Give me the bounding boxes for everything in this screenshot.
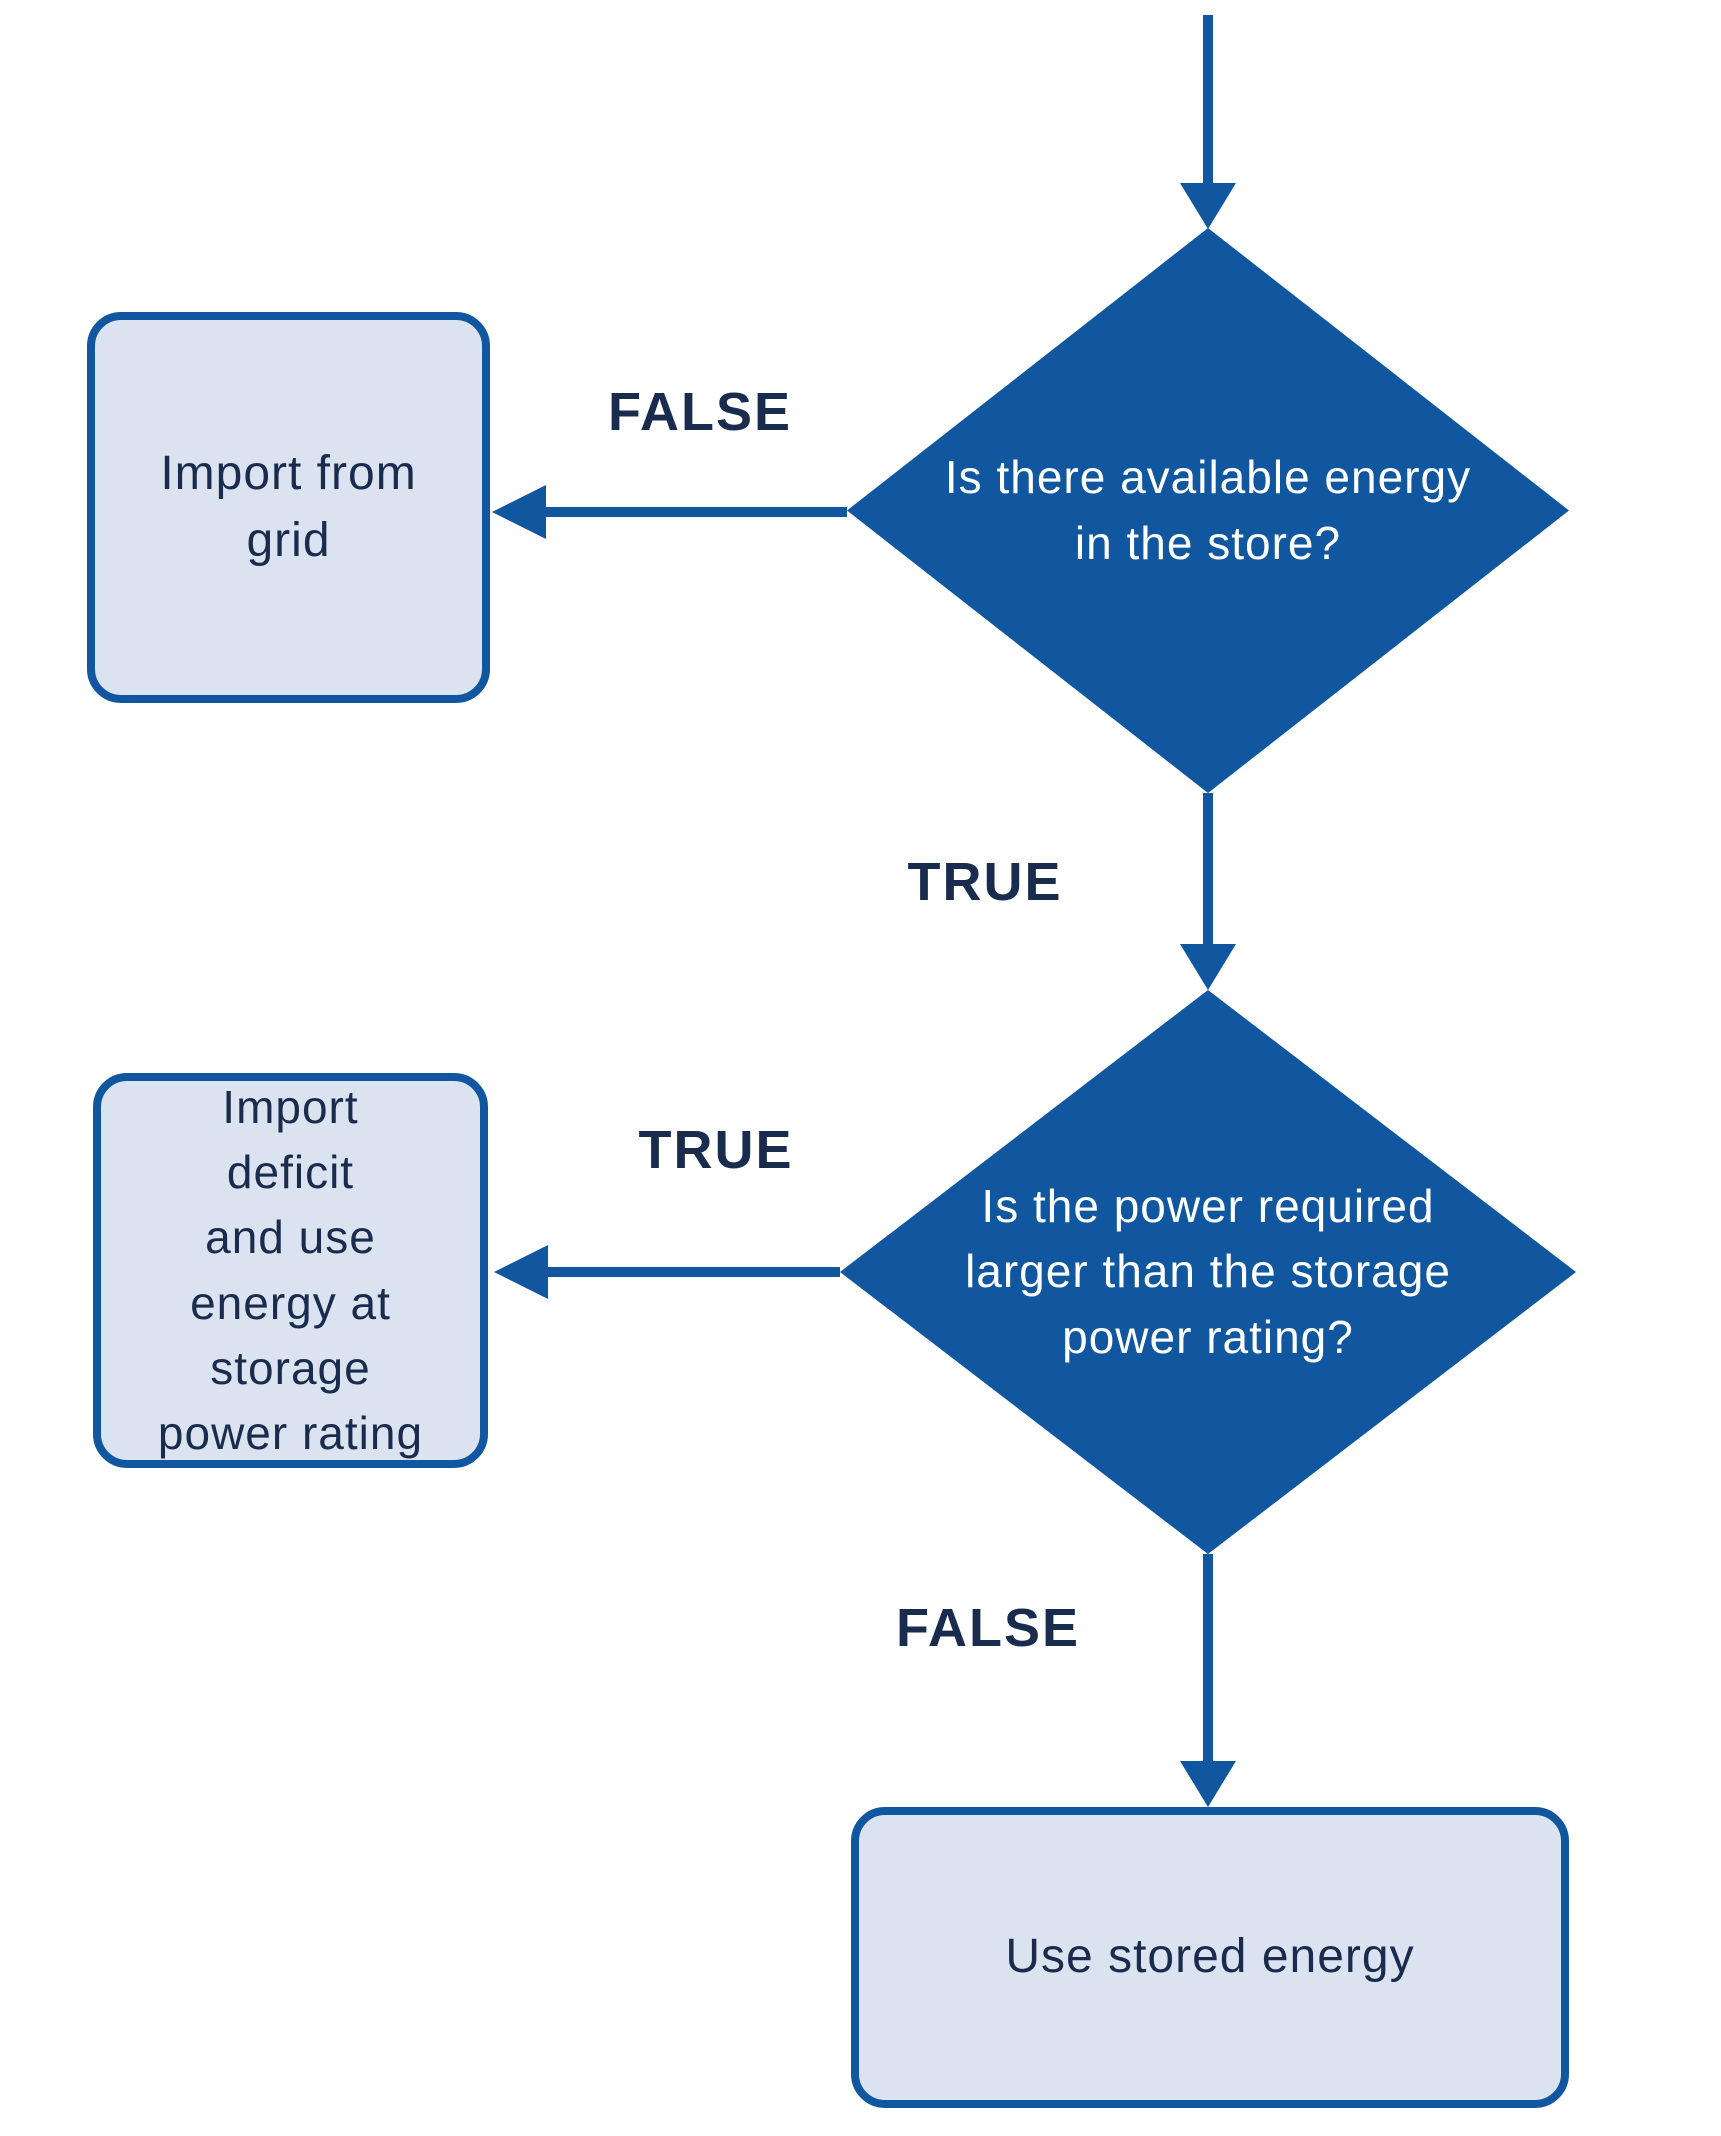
decision-available-energy-text: Is there available energy in the store? (944, 451, 1472, 569)
connector-false-to-import-grid-line (546, 507, 847, 517)
edge-label-true-to-import-deficit: TRUE (638, 1120, 794, 1180)
decision-power-rating-text: Is the power required larger than the st… (965, 1180, 1451, 1363)
edge-label-false-to-import-grid: FALSE (607, 382, 793, 442)
decision-available-energy: Is there available energy in the store? (847, 228, 1569, 793)
process-use-stored-energy: Use stored energy (851, 1807, 1569, 2108)
connector-false-to-use-stored-line (1203, 1554, 1213, 1762)
process-import-from-grid: Import from grid (87, 312, 490, 703)
process-import-deficit-text: Import deficit and use energy at storage… (157, 1080, 424, 1460)
process-import-from-grid-text: Import from grid (160, 447, 417, 567)
edge-label-true-to-power-decision: TRUE (907, 852, 1063, 912)
arrowhead-down-icon (1180, 183, 1236, 229)
connector-entry-line (1203, 15, 1213, 183)
arrowhead-left-icon (492, 485, 546, 539)
arrowhead-down-icon (1180, 944, 1236, 990)
connector-true-to-power-decision-line (1203, 793, 1213, 944)
process-use-stored-energy-text: Use stored energy (1005, 1930, 1415, 1984)
process-import-deficit: Import deficit and use energy at storage… (93, 1073, 488, 1468)
decision-power-rating: Is the power required larger than the st… (840, 990, 1576, 1554)
connector-true-to-import-deficit-line (548, 1267, 840, 1277)
arrowhead-down-icon (1180, 1761, 1236, 1807)
edge-label-false-to-use-stored: FALSE (895, 1598, 1081, 1658)
arrowhead-left-icon (494, 1245, 548, 1299)
